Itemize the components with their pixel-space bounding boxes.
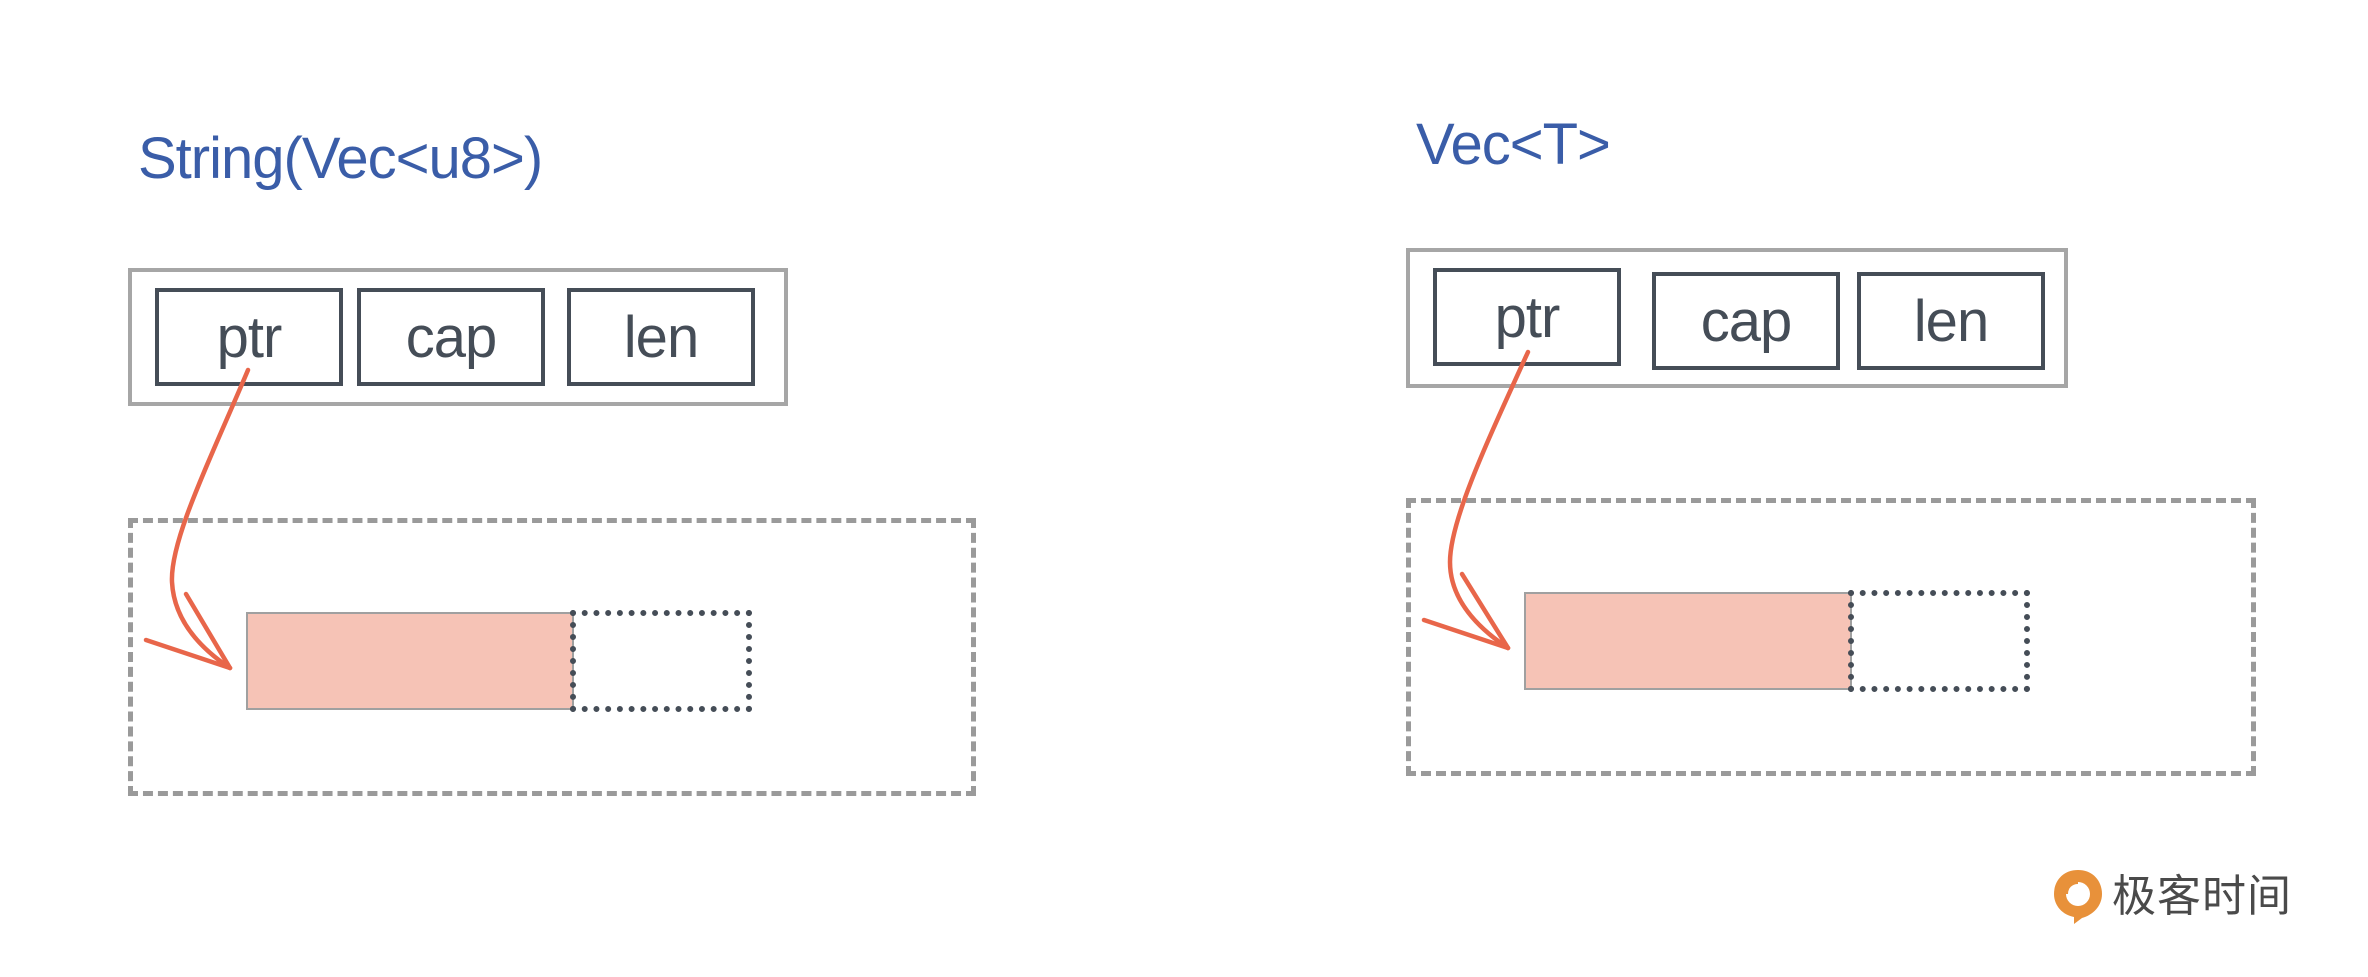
vec-heap-spare-capacity [1848, 590, 2030, 692]
string-ptr-arrow [169, 367, 251, 671]
geektime-logo: 极客时间 [2050, 866, 2292, 928]
vec-ptr-arrowhead-right [1459, 571, 1511, 651]
string-ptr-arrowhead-right [183, 591, 233, 671]
vec-heap-region [1406, 498, 2256, 776]
string-title: String(Vec<u8>) [138, 126, 543, 191]
string-ptr-field: ptr [155, 288, 343, 386]
string-heap-region [128, 518, 976, 796]
string-ptr-arrowhead-left [143, 637, 233, 671]
vec-len-field: len [1857, 272, 2045, 370]
geektime-logo-icon [2054, 870, 2102, 924]
vec-ptr-field: ptr [1433, 268, 1621, 366]
string-cap-field: cap [357, 288, 545, 386]
vec-title: Vec<T> [1416, 112, 1611, 177]
string-len-field: len [567, 288, 755, 386]
vec-ptr-arrowhead-left [1421, 617, 1511, 651]
vec-ptr-arrow [1447, 349, 1531, 651]
geektime-logo-text: 极客时间 [2112, 871, 2292, 922]
vec-heap-used [1524, 592, 1852, 690]
vec-cap-field: cap [1652, 272, 1840, 370]
string-heap-spare-capacity [570, 610, 752, 712]
string-heap-used [246, 612, 574, 710]
